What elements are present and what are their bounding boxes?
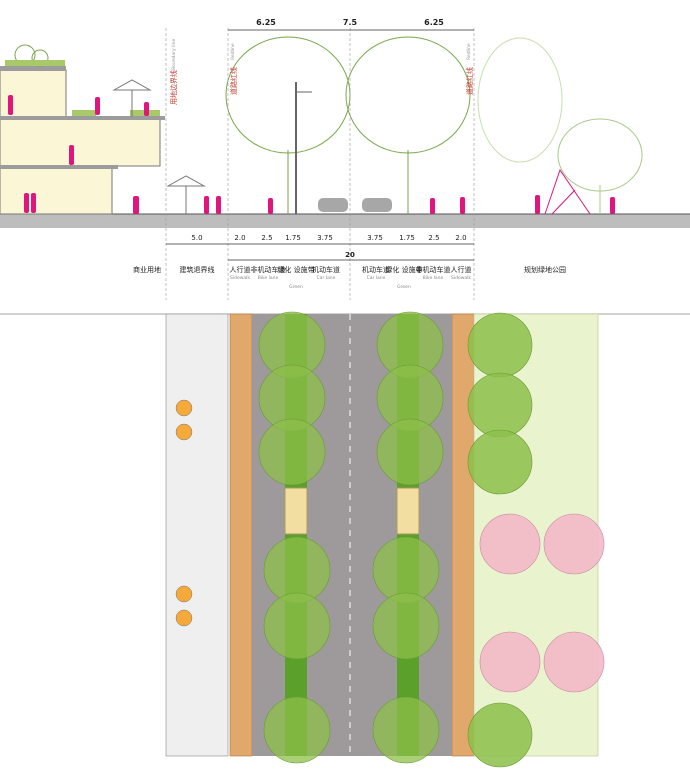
zone-car-lane-left-en: Car lane [317, 275, 336, 281]
ground-slab [0, 214, 690, 228]
boundary-line-label-en: Boundary line [171, 39, 177, 70]
zone-sidewalk-left: 人行道 [230, 265, 251, 274]
dim-2-5-right: 2.5 [428, 234, 439, 242]
dim-1-75-right: 1.75 [399, 234, 415, 242]
zone-commercial-land: 商业用地 [133, 265, 161, 274]
zone-bike-lane-left: 非机动车道 [251, 265, 286, 274]
plaza-paving [165, 313, 229, 757]
zone-sidewalk-right: 人行道 [451, 265, 472, 274]
redline-right-label-en: Redline [466, 43, 472, 60]
plan-park-trees [467, 312, 533, 768]
dim-2-5-left: 2.5 [261, 234, 272, 242]
zone-sidewalk-left-en: Sidewalk [230, 275, 250, 281]
zone-car-lane-left: 机动车道 [312, 265, 340, 274]
dim-3-75-right: 3.75 [367, 234, 383, 242]
zone-green-left-en: Green [289, 284, 303, 290]
top-dimension: 6.25 7.5 6.25 [228, 18, 474, 31]
zone-car-lane-right-en: Car lane [367, 275, 386, 281]
zone-green-left: 绿化 设施带 [277, 265, 314, 274]
sidewalk-right [451, 313, 475, 757]
boundary-line-label: 用地边界线 [169, 70, 178, 105]
dim-5-0: 5.0 [191, 234, 202, 242]
cars-section [318, 198, 392, 212]
commercial-building [0, 44, 165, 215]
zone-bike-lane-right: 非机动车道 [416, 265, 451, 274]
top-dim-1: 6.25 [256, 18, 276, 27]
zone-bike-lane-left-en: Bike lane [258, 275, 279, 281]
plan-pink-trees [479, 513, 605, 693]
top-dim-2: 7.5 [343, 18, 358, 27]
zone-building-setback: 建筑退界线 [180, 265, 215, 274]
street-tree-left [225, 36, 351, 214]
zone-bike-lane-right-en: Bike lane [423, 275, 444, 281]
people-figures [8, 95, 615, 214]
street-lamp [295, 82, 312, 214]
zone-sidewalk-right-en: Sidewalk [451, 275, 471, 281]
redline-left-label: 道路红线 [229, 67, 238, 95]
crossing-right [396, 487, 420, 535]
dim-total-width: 20 [345, 251, 355, 259]
dim-1-75-left: 1.75 [285, 234, 301, 242]
zone-car-lane-right: 机动车道 [362, 265, 390, 274]
cafe-umbrella [112, 79, 206, 214]
sidewalk-left [229, 313, 253, 757]
redline-left-label-en: Redline [230, 43, 236, 60]
redline-right-label: 道路红线 [465, 67, 474, 95]
park-trees [477, 37, 643, 214]
top-dim-3: 6.25 [424, 18, 444, 27]
zone-planned-park: 规划绿地公园 [524, 265, 566, 274]
plan-street-trees [258, 311, 444, 764]
park-sculpture [544, 168, 591, 215]
zone-green-right: 绿化 设施带 [385, 265, 422, 274]
zone-green-right-en: Green [397, 284, 411, 290]
zone-labels: 商业用地 建筑退界线 人行道 Sidewalk 非机动车道 Bike lane … [133, 265, 566, 290]
cafe-tables [175, 399, 193, 627]
dim-3-75-left: 3.75 [317, 234, 333, 242]
section-dimensions: 5.0 2.0 2.5 1.75 3.75 3.75 1.75 2.5 2.0 … [166, 234, 474, 261]
reference-lines [165, 28, 475, 300]
crossing-left [284, 487, 308, 535]
street-tree-right [345, 36, 471, 214]
cross-section: 6.25 7.5 6.25 用地边界线 Boundary line 道路红线 R… [0, 18, 690, 300]
dim-2-0-right: 2.0 [455, 234, 466, 242]
dim-2-0-left: 2.0 [234, 234, 245, 242]
plan-view [0, 311, 690, 768]
